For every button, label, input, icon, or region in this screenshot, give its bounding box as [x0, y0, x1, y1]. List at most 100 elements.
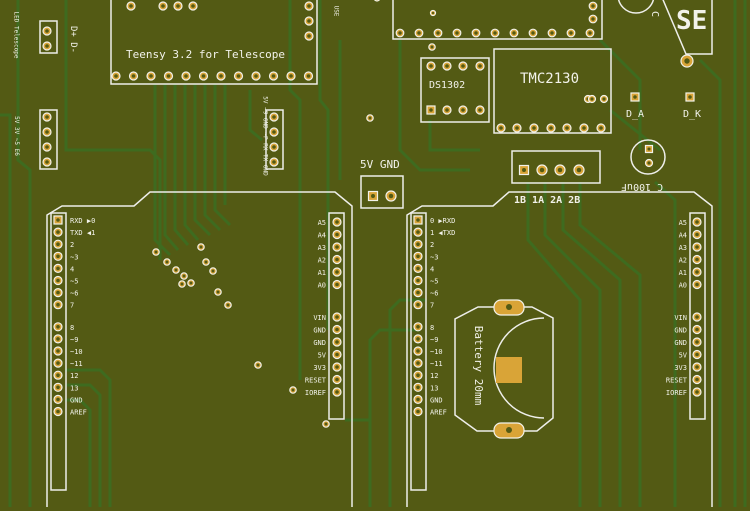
teensy-pad — [173, 1, 183, 11]
copper-trace — [561, 182, 622, 507]
left-digital-pin-label: 12 — [70, 372, 78, 380]
right-small-pad — [269, 127, 279, 137]
led-pad — [42, 41, 52, 51]
left-analog-pin — [332, 242, 342, 252]
right-digital-pin — [413, 394, 423, 404]
right-analog-pin-label: A0 — [679, 282, 687, 290]
left-analog-pin — [332, 217, 342, 227]
module-pad — [588, 1, 598, 11]
module-pad — [395, 28, 405, 38]
copper-trace — [345, 418, 372, 507]
via — [187, 279, 195, 287]
copper-trace — [428, 120, 480, 152]
ds1302-pad — [442, 61, 452, 71]
right-analog-pin-label: RESET — [666, 377, 688, 385]
ds1302-pad — [458, 61, 468, 71]
teensy-pad — [181, 71, 191, 81]
left-analog-pin-label: 3V3 — [313, 364, 326, 372]
left-digital-pin — [53, 300, 63, 310]
left-digital-pin-label: ~6 — [70, 290, 78, 298]
right-digital-pin-label: 13 — [430, 384, 438, 392]
teensy-pad — [163, 71, 174, 81]
ds1302-pad — [475, 105, 485, 115]
via — [224, 301, 232, 309]
right-analog-pin-label: A5 — [679, 219, 687, 227]
via — [172, 266, 180, 274]
teensy-pad — [158, 1, 168, 11]
tmc-pad — [512, 123, 522, 133]
ds1302-label: DS1302 — [429, 80, 466, 91]
left-digital-pin — [53, 288, 63, 298]
left-digital-pin — [53, 394, 63, 404]
left-analog-pin-label: RESET — [305, 377, 327, 385]
right-analog-pin-label: 3V3 — [674, 364, 687, 372]
right-digital-pin-label: ~3 — [430, 253, 438, 261]
right-digital-pin — [413, 239, 423, 249]
left-digital-pin-label: 8 — [70, 324, 74, 332]
right-analog-pin — [692, 387, 702, 397]
left-digital-pin — [53, 275, 63, 286]
teensy-label: Teensy 3.2 for Telescope — [126, 48, 285, 61]
tmc-pad — [546, 123, 556, 133]
left-digital-pin — [53, 227, 63, 237]
copper-trace — [153, 84, 172, 257]
module-pad — [588, 14, 598, 24]
left-digital-pin-label: 4 — [70, 265, 74, 273]
via — [428, 43, 436, 51]
left-analog-pin-label: A2 — [318, 257, 326, 265]
right-digital-pin — [413, 370, 423, 380]
via — [322, 420, 330, 428]
left-digital-pin-label: TXD ◀1 — [70, 229, 95, 237]
left-digital-pin-label: ~10 — [70, 348, 83, 356]
right-digital-pin — [413, 263, 423, 273]
copper-trace — [16, 0, 32, 507]
copper-trace — [65, 383, 102, 507]
left-analog-pin — [332, 387, 342, 397]
ds1302-pad — [442, 105, 452, 115]
left-digital-pin — [53, 370, 63, 380]
right-analog-pin — [692, 229, 702, 240]
via — [178, 280, 186, 288]
copper-trace — [653, 180, 677, 507]
top-circle-outline — [618, 0, 654, 14]
left-analog-pin — [332, 254, 342, 265]
tmc-pad — [599, 94, 609, 104]
copper-trace — [388, 298, 425, 507]
led-pad — [42, 26, 52, 36]
teensy-pad — [304, 16, 314, 26]
copper-trace — [368, 328, 420, 420]
right-small-pad — [269, 112, 279, 122]
right-digital-pin-label: ~5 — [430, 278, 438, 286]
right-analog-pin — [692, 217, 702, 227]
right-analog-pin — [692, 254, 702, 265]
power-pad-gnd — [385, 190, 397, 202]
right-digital-pin-label: 2 — [430, 241, 434, 249]
left-analog-pin — [332, 324, 342, 335]
left-digital-pin — [53, 251, 63, 261]
via — [254, 361, 262, 369]
right-digital-pin-label: ~6 — [430, 290, 438, 298]
teensy-pad — [198, 71, 209, 81]
left-analog-pin — [332, 349, 342, 360]
copper-trace — [64, 0, 162, 260]
left-small-header-outline — [39, 109, 58, 170]
right-small-header-label: 5V ~9 6ND ~P RX TX 6ND — [261, 96, 269, 176]
via — [209, 267, 217, 275]
power-terminal-outline — [360, 175, 404, 209]
teensy-pad — [251, 71, 261, 81]
right-analog-pin-label: A4 — [679, 232, 687, 240]
teensy-pad — [128, 71, 139, 81]
right-analog-pin-label: IOREF — [666, 389, 687, 397]
right-analog-pin — [692, 312, 702, 322]
fuse-ref-label: C — [649, 10, 661, 18]
right-small-header-outline — [265, 109, 284, 170]
right-digital-pin — [413, 275, 423, 286]
via — [197, 243, 205, 251]
left-analog-pin — [332, 374, 342, 385]
teensy-pad — [286, 71, 296, 81]
left-digital-pin — [53, 406, 63, 417]
teensy-pad — [304, 1, 314, 11]
ds1302-outline — [420, 57, 490, 123]
